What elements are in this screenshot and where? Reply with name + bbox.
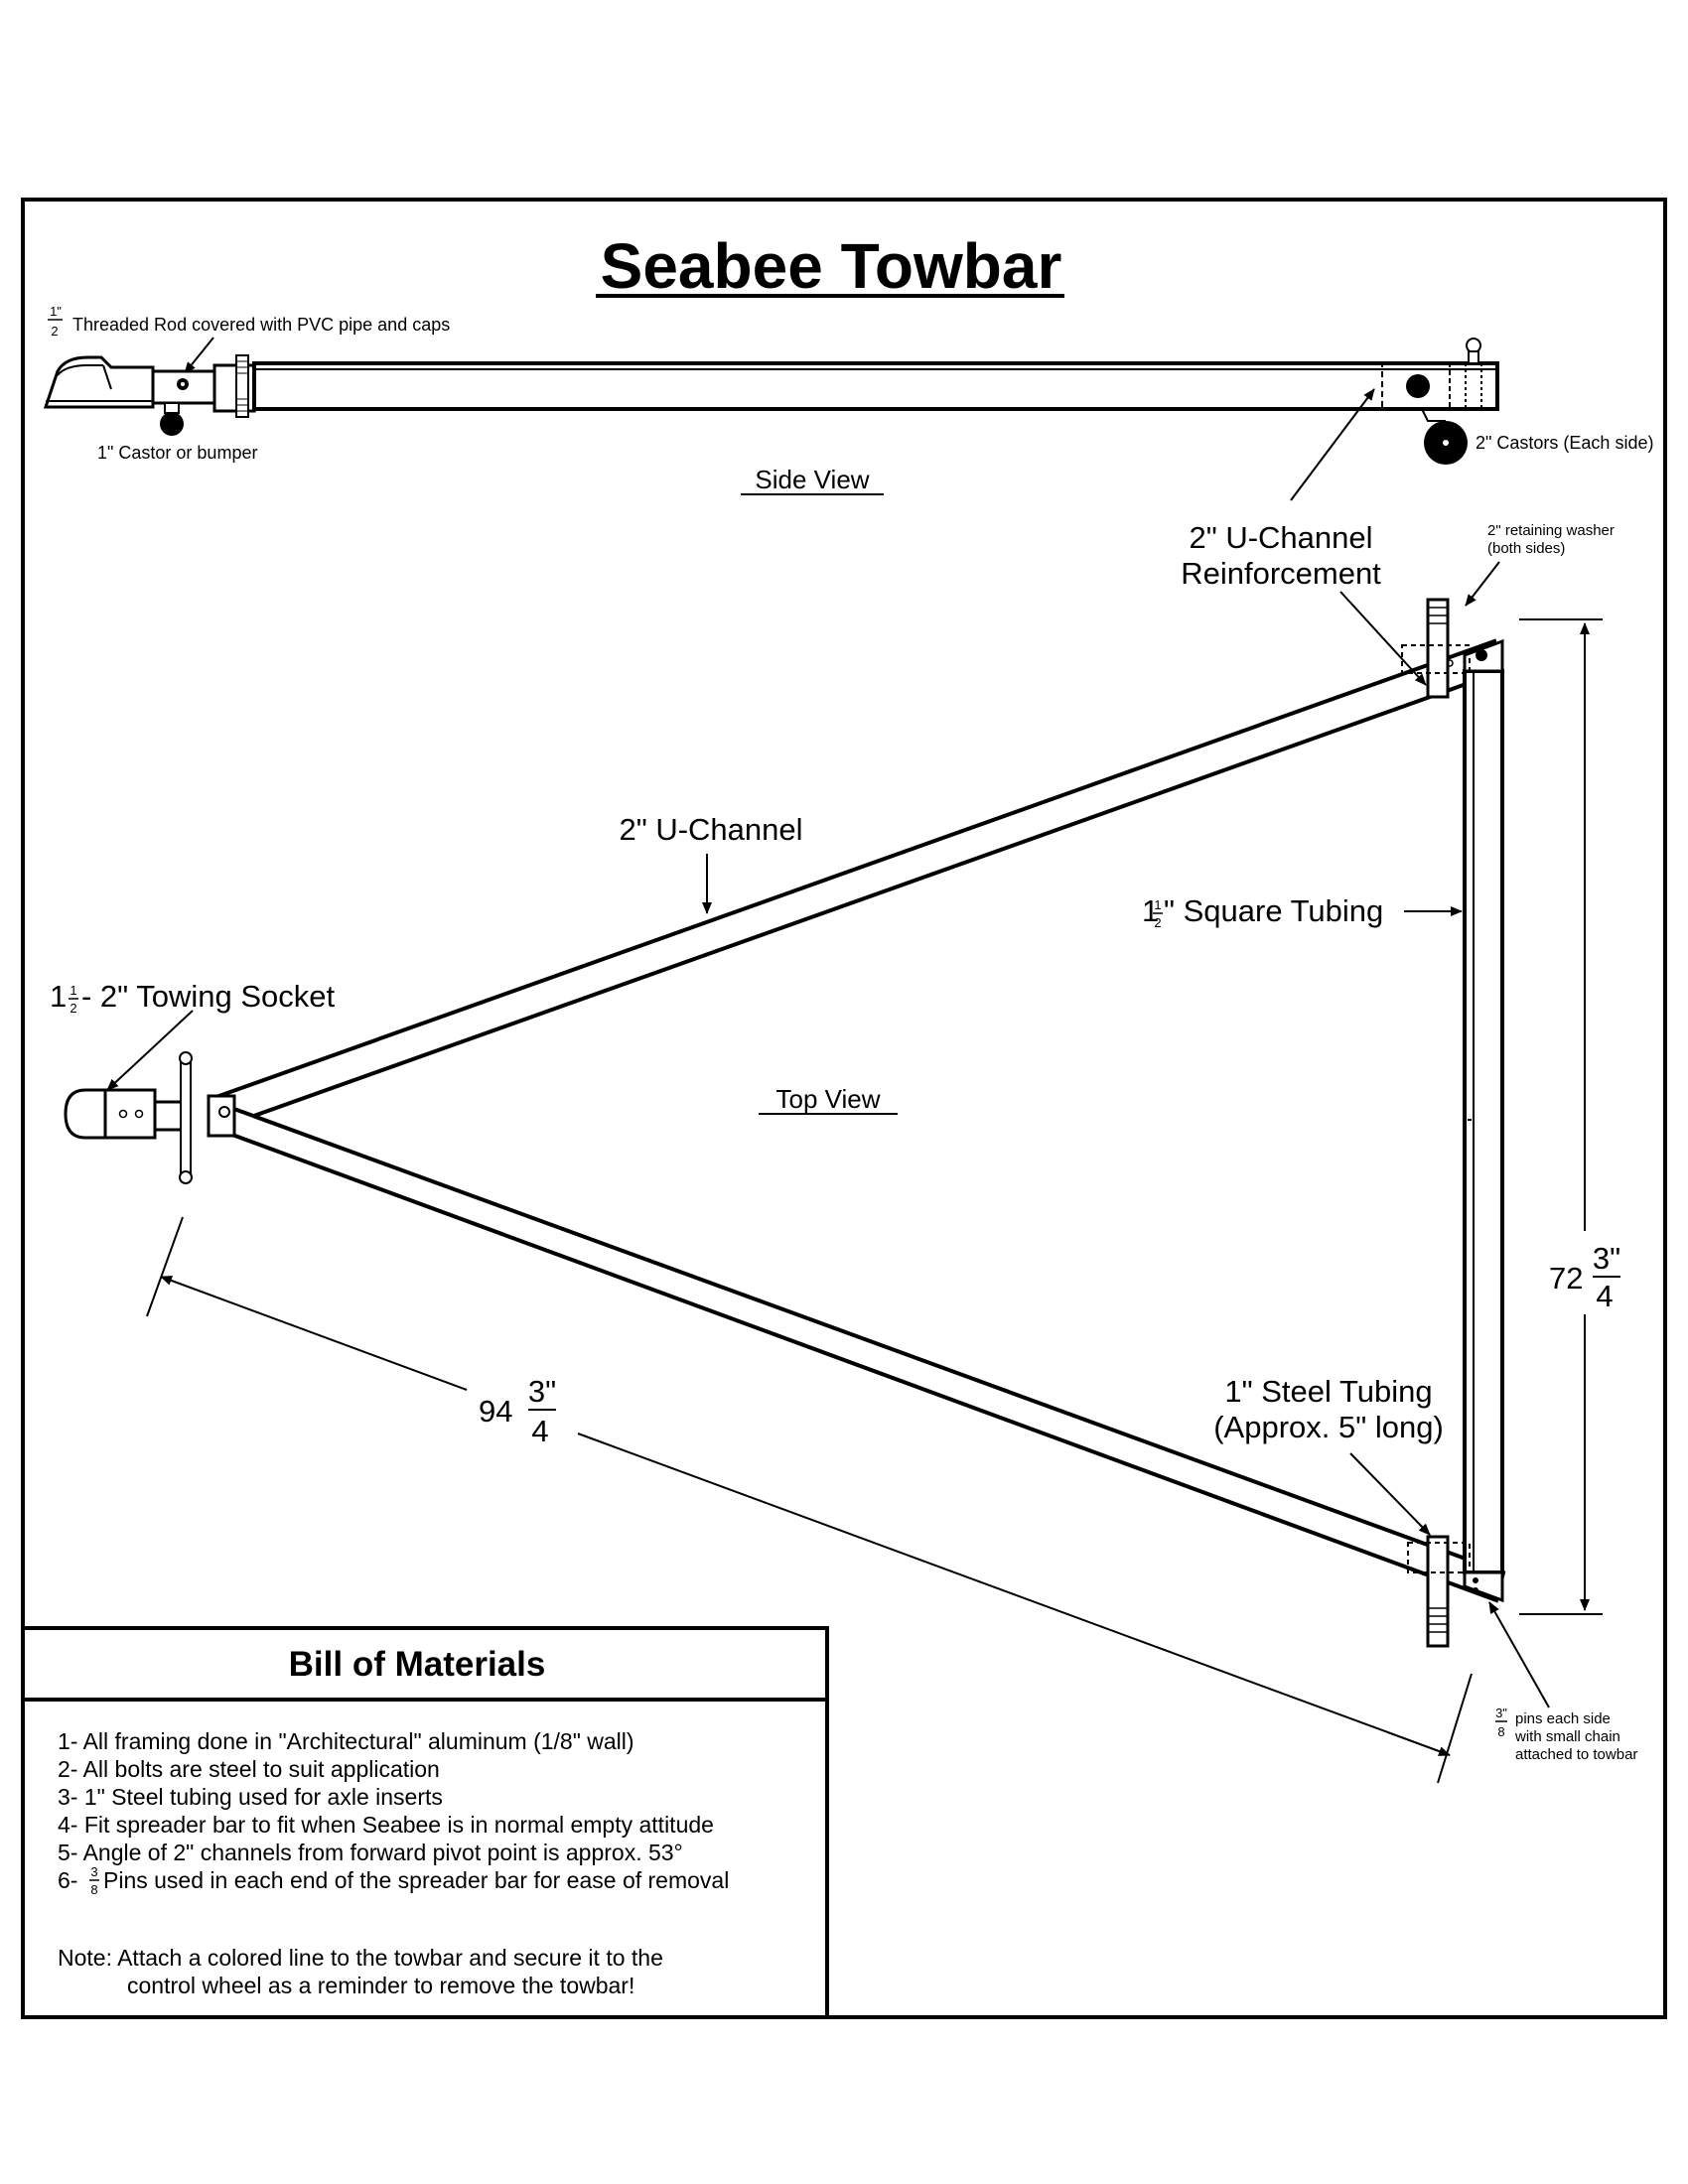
lower-axle [1426, 1535, 1450, 1648]
top-view-caption: Top View [775, 1084, 880, 1114]
bom-note-2: control wheel as a reminder to remove th… [127, 1973, 634, 1998]
length-dim-lower [577, 1433, 1451, 1756]
bom-item-2: 2- All bolts are steel to suit applicati… [58, 1756, 440, 1782]
towing-socket-leader [106, 1010, 194, 1091]
width-dim-num: 3" [1593, 1241, 1620, 1276]
towing-socket-num: 1 [70, 983, 76, 998]
length-dim-upper [160, 1276, 468, 1391]
bom-item-6-prefix: 6- [58, 1867, 77, 1893]
pins-leader [1488, 1601, 1550, 1708]
small-castor-label: 1" Castor or bumper [97, 443, 257, 463]
reinforcement-side-leader [1290, 388, 1375, 501]
small-castor-icon [160, 412, 184, 436]
square-tubing-whole: 1 [1142, 893, 1159, 928]
bom-item-6: Pins used in each end of the spreader ba… [103, 1867, 729, 1893]
side-view: 1" 2 Threaded Rod covered with PVC pipe … [43, 304, 1653, 501]
page-title: Seabee Towbar [601, 230, 1062, 302]
width-dim-whole: 72 [1549, 1261, 1583, 1296]
length-dim-whole: 94 [479, 1394, 512, 1429]
upper-u-channel [211, 638, 1505, 1131]
washer-leader [1465, 561, 1500, 607]
rod-label: Threaded Rod covered with PVC pipe and c… [72, 315, 450, 335]
towing-socket-icon [64, 1088, 107, 1140]
width-dim-den: 4 [1596, 1279, 1613, 1313]
washer-label-2: (both sides) [1487, 540, 1565, 557]
bom-item-1: 1- All framing done in "Architectural" a… [58, 1728, 634, 1754]
reinforcement-leader [1339, 591, 1427, 686]
washer-label-1: 2" retaining washer [1487, 522, 1615, 539]
bom-item-3: 3- 1" Steel tubing used for axle inserts [58, 1784, 443, 1810]
reinforcement-label-2: Reinforcement [1181, 556, 1381, 591]
square-tubing-den: 2 [1154, 915, 1161, 930]
length-dim-num: 3" [528, 1374, 556, 1409]
steel-tubing-leader [1349, 1452, 1431, 1536]
pins-label-2: with small chain [1514, 1728, 1620, 1745]
square-tubing-num: 1 [1154, 897, 1161, 912]
square-tubing-label: " Square Tubing [1164, 893, 1383, 928]
side-socket-icon [43, 355, 155, 409]
bom-item-5: 5- Angle of 2" channels from forward piv… [58, 1840, 683, 1865]
bom-note-1: Note: Attach a colored line to the towba… [58, 1945, 663, 1971]
towing-socket-label: - 2" Towing Socket [81, 979, 336, 1014]
bom-item-6-num: 3 [90, 1864, 97, 1879]
side-channel-bar [252, 361, 1499, 411]
upper-axle [1426, 598, 1450, 699]
rod-leader [184, 337, 214, 374]
lower-u-channel [211, 1101, 1506, 1603]
bom-heading: Bill of Materials [289, 1645, 546, 1684]
page-border [21, 198, 1667, 2019]
bill-of-materials: Bill of Materials 1- All framing done in… [21, 1626, 829, 2019]
steel-tubing-label-1: 1" Steel Tubing [1224, 1374, 1432, 1409]
reinforcement-label-1: 2" U-Channel [1189, 520, 1372, 555]
steel-tubing-label-2: (Approx. 5" long) [1213, 1410, 1444, 1444]
towing-socket-den: 2 [70, 1001, 76, 1016]
side-view-caption: Side View [755, 465, 869, 494]
spreader-bar [1463, 669, 1504, 1574]
pins-label-3: attached to towbar [1515, 1746, 1637, 1763]
rod-fraction-den: 2 [51, 324, 58, 339]
large-castor-label: 2" Castors (Each side) [1476, 433, 1653, 453]
pins-num: 3" [1495, 1706, 1507, 1720]
pins-den: 8 [1497, 1724, 1504, 1739]
bom-item-4: 4- Fit spreader bar to fit when Seabee i… [58, 1812, 714, 1838]
top-view: 2" U-Channel Reinforcement 2" retaining … [50, 520, 1637, 1784]
rod-fraction-num: 1" [50, 304, 62, 319]
towing-socket-whole: 1 [50, 979, 67, 1014]
u-channel-label: 2" U-Channel [619, 812, 802, 847]
pins-label-1: pins each side [1515, 1710, 1611, 1727]
bom-item-6-den: 8 [90, 1882, 97, 1897]
length-dim-den: 4 [531, 1414, 548, 1448]
